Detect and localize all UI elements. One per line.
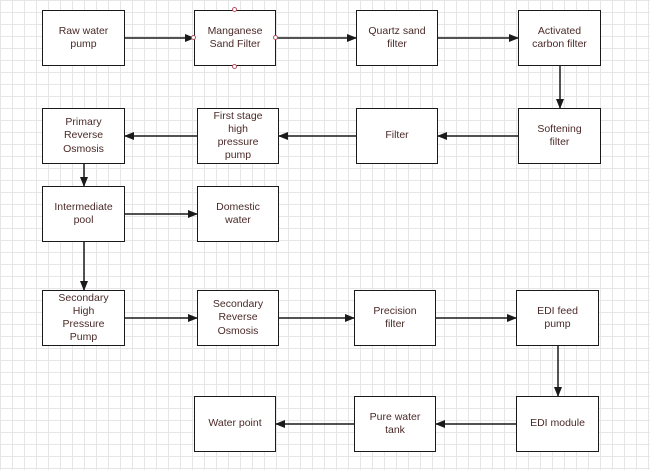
node-primary-reverse-osmosis[interactable]: Primary Reverse Osmosis [42, 108, 125, 164]
node-manganese-sand-filter[interactable]: Manganese Sand Filter [194, 10, 276, 66]
node-filter[interactable]: Filter [356, 108, 438, 164]
node-edi-module[interactable]: EDI module [516, 396, 599, 452]
node-secondary-high-pressure-pump[interactable]: Secondary High Pressure Pump [42, 290, 125, 346]
selection-handle-right[interactable] [273, 35, 278, 40]
node-softening-filter[interactable]: Softening filter [518, 108, 601, 164]
node-pure-water-tank[interactable]: Pure water tank [354, 396, 436, 452]
node-quartz-sand-filter[interactable]: Quartz sand filter [356, 10, 438, 66]
node-raw-water-pump[interactable]: Raw water pump [42, 10, 125, 66]
node-first-stage-high-pressure-pump[interactable]: First stage high pressure pump [197, 108, 279, 164]
node-intermediate-pool[interactable]: Intermediate pool [42, 186, 125, 242]
node-edi-feed-pump[interactable]: EDI feed pump [516, 290, 599, 346]
selection-handle-bottom[interactable] [232, 64, 237, 69]
selection-handle-left[interactable] [191, 35, 196, 40]
selection-handle-top[interactable] [232, 7, 237, 12]
node-domestic-water[interactable]: Domestic water [197, 186, 279, 242]
node-water-point[interactable]: Water point [194, 396, 276, 452]
node-secondary-reverse-osmosis[interactable]: Secondary Reverse Osmosis [197, 290, 279, 346]
node-precision-filter[interactable]: Precision filter [354, 290, 436, 346]
node-activated-carbon-filter[interactable]: Activated carbon filter [518, 10, 601, 66]
